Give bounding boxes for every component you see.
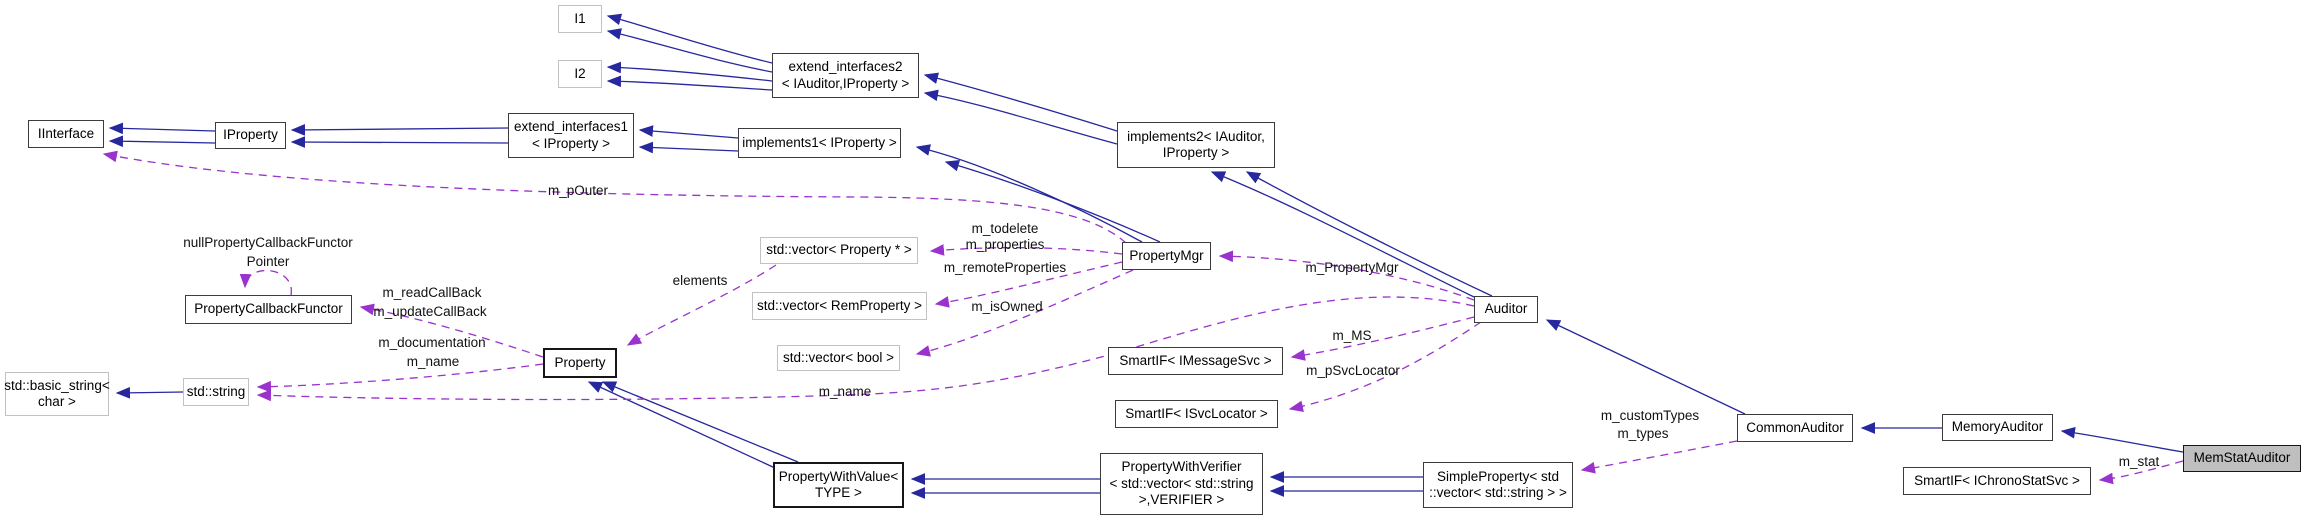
node-label: TYPE > — [815, 485, 862, 500]
edge-label-m-pouter: m_pOuter — [547, 183, 609, 198]
node-smartif-isvclocator[interactable]: SmartIF< ISvcLocator > — [1115, 400, 1278, 428]
node-iinterface[interactable]: IInterface — [28, 120, 104, 148]
node-extend-interfaces1[interactable]: extend_interfaces1< IProperty > — [508, 113, 634, 158]
edge-label-m-readcallback: m_readCallBack — [382, 285, 482, 300]
node-i1: I1 — [558, 5, 602, 33]
edge-label-m-customtypes: m_customTypes — [1600, 408, 1700, 423]
node-label: extend_interfaces2 — [788, 59, 903, 75]
node-basic-string: std::basic_string<char > — [4, 372, 110, 416]
edge-label-m-stat: m_stat — [2118, 454, 2160, 469]
node-iproperty[interactable]: IProperty — [215, 122, 286, 149]
node-i2: I2 — [558, 60, 602, 88]
node-smartif-imessagesvc[interactable]: SmartIF< IMessageSvc > — [1108, 347, 1283, 375]
node-label: std::vector< bool > — [782, 349, 895, 365]
edge-label-m-name-property: m_name — [406, 354, 460, 369]
node-vector-bool: std::vector< bool > — [777, 345, 900, 371]
node-label: MemStatAuditor — [2193, 450, 2291, 466]
node-propertymgr[interactable]: PropertyMgr — [1122, 242, 1211, 270]
node-propertycallbackfunctor[interactable]: PropertyCallbackFunctor — [185, 295, 352, 324]
node-label: < std::vector< std::string — [1109, 475, 1254, 491]
node-label: SmartIF< IChronoStatSvc > — [1914, 472, 2080, 488]
edge-label-m-remoteproperties: m_remoteProperties — [943, 260, 1067, 275]
node-std-string: std::string — [183, 378, 249, 406]
node-simpleproperty[interactable]: SimpleProperty< std::vector< std::string… — [1423, 462, 1573, 508]
node-property[interactable]: Property — [543, 348, 617, 378]
edge-label-m-documentation: m_documentation — [378, 335, 486, 350]
edge-label-m-name-auditor: m_name — [818, 384, 872, 399]
node-smartif-ichronostatsvc[interactable]: SmartIF< IChronoStatSvc > — [1903, 467, 2091, 495]
node-label: implements2< IAuditor, — [1127, 128, 1265, 144]
node-vector-remproperty: std::vector< RemProperty > — [752, 292, 927, 320]
node-label: Property — [554, 354, 606, 370]
node-label: PropertyMgr — [1129, 247, 1204, 263]
node-vector-property-ptr: std::vector< Property * > — [760, 237, 918, 264]
edge-label-m-psvclocator: m_pSvcLocator — [1306, 363, 1400, 378]
edge-label-null-functor-line1: nullPropertyCallbackFunctor — [183, 235, 353, 250]
node-label: std::vector< RemProperty > — [756, 297, 923, 313]
node-label: IInterface — [37, 125, 95, 141]
node-label: extend_interfaces1 — [513, 119, 629, 135]
usage-edges — [102, 150, 2184, 485]
node-label: IProperty — [223, 127, 278, 143]
node-label: PropertyWithVerifier — [1121, 459, 1242, 475]
edge-label-m-updatecallback: m_updateCallBack — [373, 304, 487, 319]
node-label: I2 — [574, 65, 586, 81]
node-label: PropertyWithValue< — [778, 468, 899, 484]
node-memstatauditor: MemStatAuditor — [2183, 445, 2301, 472]
node-propertywithverifier[interactable]: PropertyWithVerifier< std::vector< std::… — [1100, 453, 1263, 515]
node-label: < IAuditor,IProperty > — [781, 75, 910, 91]
node-label: implements1< IProperty > — [742, 134, 897, 150]
node-label: std::string — [186, 383, 246, 399]
node-label: char > — [38, 394, 76, 409]
edge-label-m-propertymgr: m_PropertyMgr — [1305, 260, 1399, 275]
node-label: SmartIF< ISvcLocator > — [1125, 405, 1268, 421]
node-label: Auditor — [1484, 301, 1528, 317]
node-commonauditor[interactable]: CommonAuditor — [1737, 414, 1853, 442]
node-label: ::vector< std::string > > — [1429, 485, 1567, 500]
edge-label-m-todelete: m_todelete — [971, 221, 1039, 236]
node-label: std::vector< Property * > — [766, 242, 912, 258]
edge-label-null-functor-line2: Pointer — [246, 254, 290, 269]
node-label: MemoryAuditor — [1951, 419, 2044, 435]
node-label: SimpleProperty< std — [1437, 468, 1559, 484]
node-label: < IProperty > — [531, 135, 611, 151]
node-auditor[interactable]: Auditor — [1474, 296, 1538, 323]
edge-label-m-properties: m_properties — [965, 237, 1045, 252]
node-label: std::basic_string< — [4, 377, 110, 393]
edge-label-elements: elements — [672, 273, 728, 288]
edge-label-m-types: m_types — [1617, 426, 1669, 441]
node-label: CommonAuditor — [1746, 419, 1844, 435]
node-memoryauditor[interactable]: MemoryAuditor — [1942, 414, 2053, 441]
node-extend-interfaces2[interactable]: extend_interfaces2< IAuditor,IProperty > — [772, 53, 919, 98]
node-label: I1 — [574, 10, 586, 26]
edge-label-m-isowned: m_isOwned — [971, 299, 1043, 314]
node-label: SmartIF< IMessageSvc > — [1119, 352, 1272, 368]
inheritance-edges — [108, 13, 2184, 499]
node-label: PropertyCallbackFunctor — [194, 301, 343, 317]
node-propertywithvalue[interactable]: PropertyWithValue<TYPE > — [773, 462, 904, 508]
node-label: >,VERIFIER > — [1138, 492, 1225, 508]
node-implements1[interactable]: implements1< IProperty > — [738, 128, 901, 158]
node-implements2[interactable]: implements2< IAuditor,IProperty > — [1117, 122, 1275, 168]
node-label: IProperty > — [1162, 145, 1230, 160]
edge-label-m-ms: m_MS — [1332, 328, 1372, 343]
